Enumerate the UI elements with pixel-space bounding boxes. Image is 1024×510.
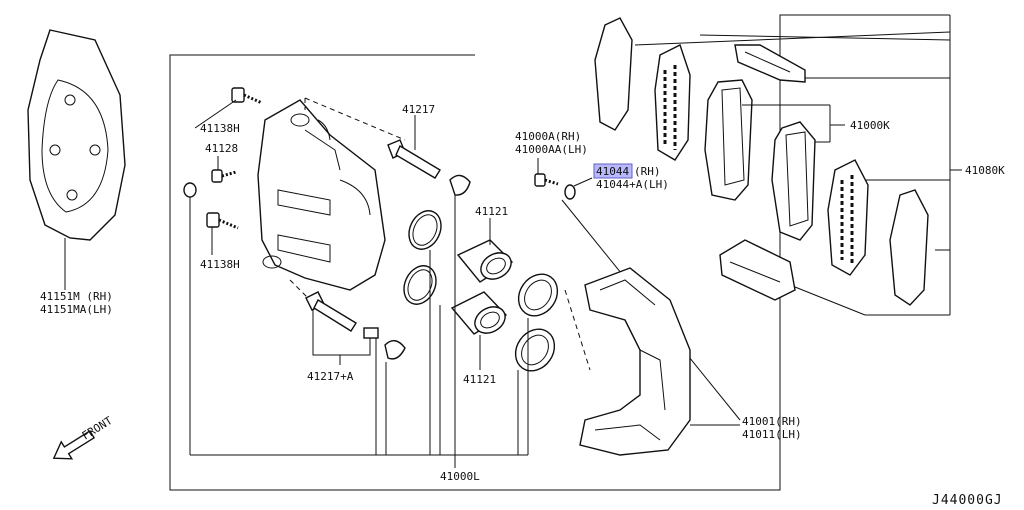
label-41128: 41128 [205, 142, 238, 155]
piston-boot-bottom [514, 328, 556, 372]
bleeder-41128 [211, 169, 237, 183]
label-41121-bottom: 41121 [463, 373, 496, 386]
leader [194, 99, 237, 129]
label-41138h-top: 41138H [200, 122, 240, 135]
label-41000a: 41000A(RH) [515, 130, 581, 143]
anti-rattle-clip-top [734, 44, 806, 83]
brake-pad-inner [771, 121, 816, 241]
leader [789, 284, 866, 316]
label-41044-code[interactable]: 41044 [596, 165, 629, 178]
piston-seal-top [408, 210, 442, 250]
label-41151m: 41151M (RH) [40, 290, 113, 303]
washer-41044 [564, 184, 576, 200]
label-41001: 41001(RH) [742, 415, 802, 428]
highlight-41044[interactable] [593, 163, 633, 179]
caliper-body [257, 99, 386, 291]
dashed-guide [304, 97, 406, 141]
dust-boot [449, 174, 471, 196]
bleeder-cap [183, 182, 197, 198]
label-41044a: 41044+A(LH) [596, 178, 669, 191]
kit-41000l-leaders [190, 195, 529, 468]
piston-41121-bottom [450, 291, 508, 335]
caliper-bracket [579, 267, 691, 456]
label-41138h-bottom: 41138H [200, 258, 240, 271]
label-41000k: 41000K [850, 119, 890, 132]
dashed-guide [564, 289, 591, 371]
bolt-41000a [534, 173, 559, 187]
label-41151ma: 41151MA(LH) [40, 303, 113, 316]
pin-boot [363, 327, 406, 360]
label-41217a: 41217+A [307, 370, 354, 383]
guide-pin-41217 [387, 139, 441, 179]
label-41080k: 41080K [965, 164, 1005, 177]
label-41011: 41011(LH) [742, 428, 802, 441]
label-41217: 41217 [402, 103, 435, 116]
diagram-code: J44000GJ [932, 493, 1003, 508]
leader [634, 31, 951, 46]
pad-shim-rear [827, 159, 869, 276]
pad-shim-outer [594, 17, 633, 131]
dust-shield [27, 29, 126, 290]
brake-pad-outer [704, 79, 753, 201]
bolt-41138h-bottom [206, 212, 239, 230]
pad-shim-inner [654, 44, 691, 161]
dashed-guide [289, 279, 311, 301]
anti-rattle-clip-bottom [719, 239, 796, 301]
front-label: FRONT [80, 414, 115, 443]
label-41000l: 41000L [440, 470, 480, 483]
leader [312, 310, 371, 356]
bolt-41138h-top [231, 87, 263, 105]
leader [573, 177, 593, 187]
piston-boot-top [517, 273, 559, 317]
piston-41121-top [456, 239, 514, 283]
caliper-assembly-box [169, 14, 950, 491]
label-41000aa: 41000AA(LH) [515, 143, 588, 156]
label-41121-top: 41121 [475, 205, 508, 218]
piston-seal-bottom [403, 265, 437, 305]
front-arrow-icon [52, 430, 96, 460]
guide-pin-41217a [305, 291, 357, 332]
leader [699, 34, 951, 41]
label-41044-rh: (RH) [634, 165, 661, 178]
pad-shim-rear-outer [889, 189, 929, 306]
